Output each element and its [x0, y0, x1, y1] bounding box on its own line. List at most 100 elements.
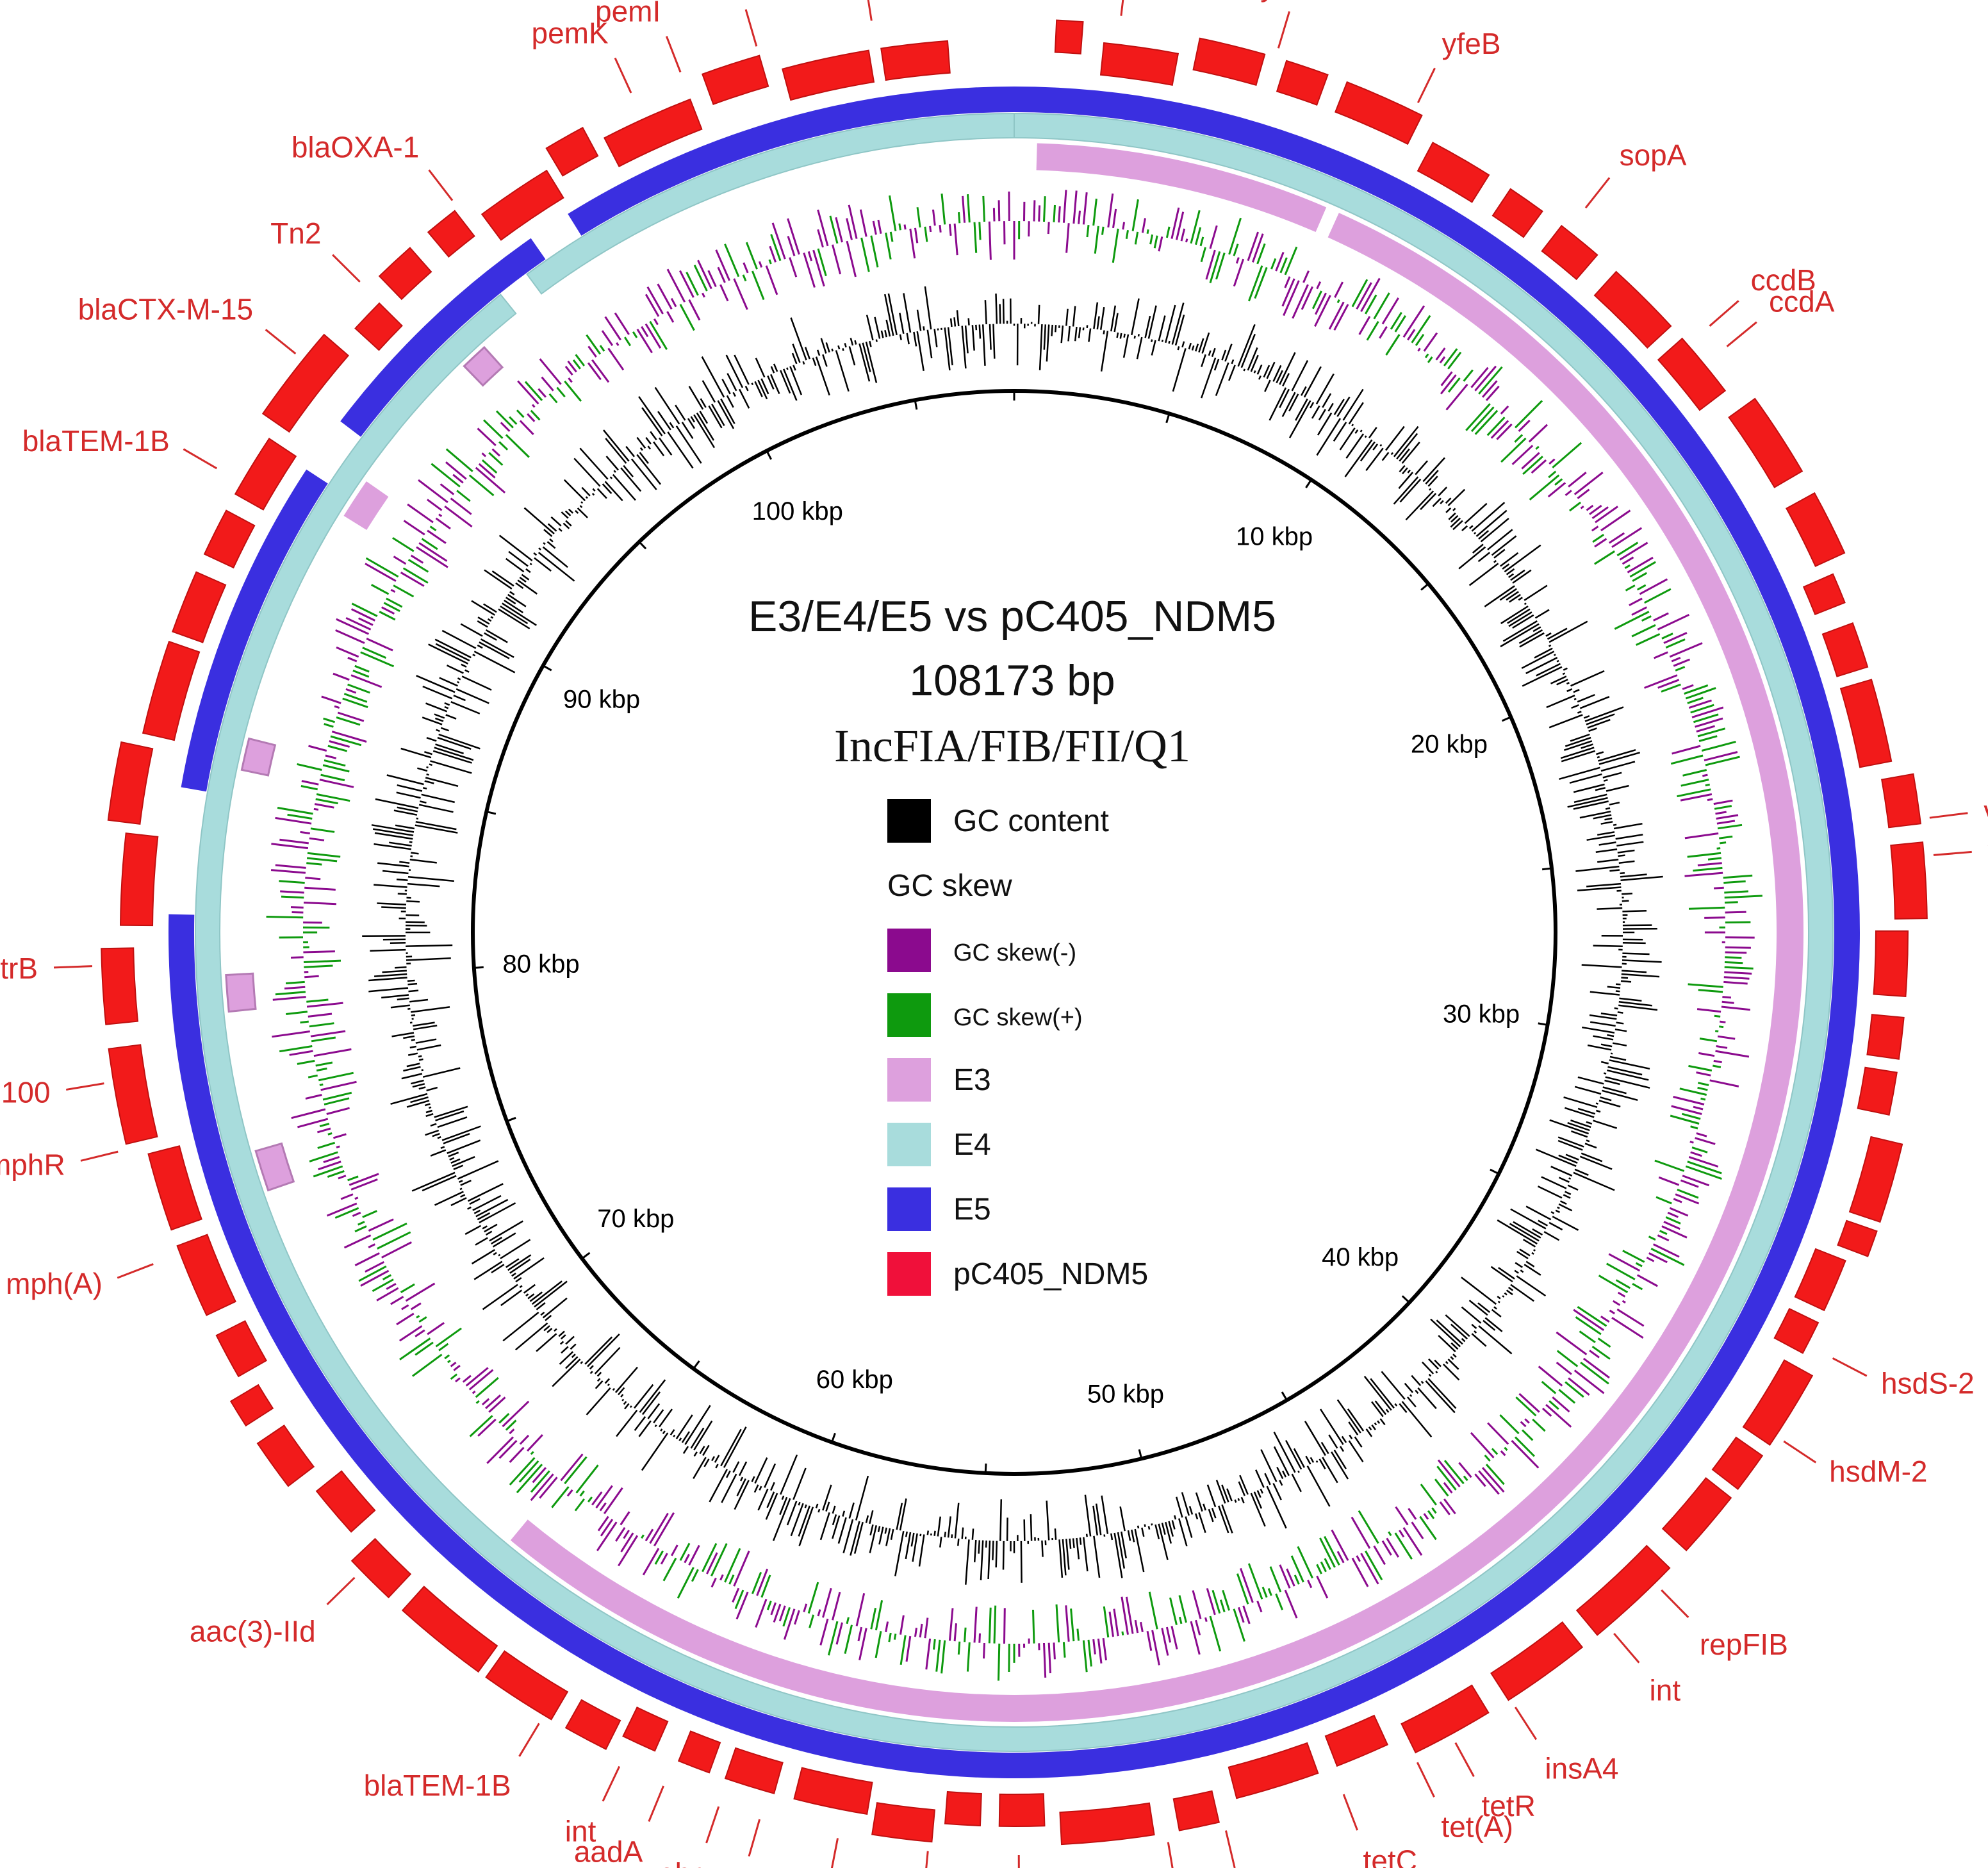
gene-leader-line [1277, 11, 1290, 49]
comparison-title: E3/E4/E5 vs pC405_NDM5 [748, 592, 1276, 641]
gene-leader-line [1514, 1707, 1538, 1740]
axis-tick [1538, 1022, 1548, 1026]
gene-leader-line [1225, 1830, 1236, 1868]
gene-leader-line [1783, 1440, 1817, 1464]
gene-feature-arrow [107, 741, 154, 825]
gene-feature-arrow [142, 640, 201, 741]
gene-feature-arrow [108, 1044, 158, 1145]
gene-feature-arrow [1802, 573, 1846, 616]
gene-leader-line [602, 1765, 621, 1802]
kbp-label: 90 kbp [563, 685, 640, 713]
gene-leader-line [665, 36, 682, 73]
gene-leader-line [614, 57, 632, 94]
legend-item: GC skew(+) [887, 993, 1083, 1037]
gene-feature-arrow [176, 1234, 236, 1316]
axis-tick [1420, 583, 1429, 591]
gene-leader-line [830, 1838, 839, 1868]
gene-feature-arrow [481, 169, 564, 241]
e3-ring-block [463, 345, 504, 387]
gene-feature-arrow [234, 438, 297, 511]
gene-feature-arrow [1773, 1307, 1820, 1354]
gene-leader-line [53, 965, 93, 969]
gene-label: tetC [1363, 1844, 1417, 1868]
kbp-label: 70 kbp [597, 1205, 674, 1233]
gene-feature-arrow [101, 947, 139, 1025]
gene-leader-line [428, 169, 454, 201]
gene-feature-arrow [1794, 1248, 1846, 1312]
gene-feature-layer [101, 19, 1928, 1846]
legend-label: GC skew(-) [953, 939, 1076, 966]
gene-leader-line [748, 1819, 761, 1857]
center-title-block: E3/E4/E5 vs pC405_NDM5 108173 bp IncFIA/… [748, 592, 1276, 772]
gene-feature-arrow [1324, 1714, 1389, 1767]
gene-label: aadA [574, 1835, 643, 1868]
legend-swatch [887, 929, 931, 972]
e4-ring-segment [195, 112, 1834, 1752]
legend-item: GC skew(-) [887, 929, 1076, 972]
gene-label: mph(A) [6, 1267, 103, 1300]
gene-feature-arrow [1192, 37, 1266, 87]
axis-tick [1490, 1168, 1500, 1175]
gene-label: mphR [0, 1148, 65, 1181]
e5-ring-segment [181, 469, 328, 792]
e3-ring-block [225, 972, 257, 1013]
axis-tick [581, 1252, 591, 1260]
gene-leader-line [1613, 1633, 1640, 1664]
gene-feature-arrow [871, 1802, 936, 1843]
gene-feature-arrow [401, 1585, 498, 1673]
gene-leader-line [1709, 300, 1739, 327]
gene-label: blaTEM-1B [364, 1769, 511, 1802]
gene-leader-line [332, 254, 361, 283]
legend-item: E3 [887, 1058, 991, 1102]
gene-label: pemI [595, 0, 661, 28]
gene-feature-arrow [1401, 1684, 1490, 1754]
e3-ring-segment [1036, 143, 1327, 233]
gene-feature-arrow [1890, 841, 1928, 920]
gene-leader-line [117, 1263, 154, 1279]
legend-swatch [887, 1058, 931, 1102]
gc-skew-negative-bars [270, 190, 1755, 1678]
gene-feature-arrow [1491, 188, 1543, 238]
axis-tick [1541, 867, 1552, 871]
gene-feature-arrow [604, 98, 703, 168]
gene-label: Tn2 [270, 217, 321, 250]
legend-swatch [887, 993, 931, 1037]
gene-feature-arrow [1728, 397, 1803, 488]
legend-item: E5 [887, 1187, 991, 1231]
gene-feature-arrow [782, 49, 875, 101]
axis-tick [984, 1463, 987, 1473]
legend-label: GC skew [887, 869, 1012, 903]
gene-label: ydbA [1260, 0, 1327, 3]
gene-leader-line [1933, 850, 1972, 856]
gene-label: IS6100 [0, 1076, 51, 1109]
legend-label: E5 [953, 1193, 991, 1227]
kbp-label: 60 kbp [816, 1366, 893, 1394]
axis-tick [914, 400, 918, 410]
gene-leader-line [867, 0, 873, 21]
gene-label: sopA [1620, 138, 1687, 172]
gene-label: repFIB [1700, 1628, 1788, 1661]
gene-label: insA4 [1545, 1751, 1618, 1785]
legend-item: pC405_NDM5 [887, 1252, 1148, 1296]
gene-feature-arrow [1837, 1219, 1878, 1257]
e3-ring-block [254, 1142, 295, 1192]
gene-leader-line [1832, 1357, 1868, 1377]
gene-feature-arrow [1657, 337, 1727, 411]
gene-label: ccdA [1769, 285, 1835, 318]
kbp-label: 40 kbp [1322, 1243, 1399, 1271]
gc-content-track [362, 286, 1663, 1585]
gene-label: blaCTX-M-15 [78, 293, 254, 326]
gene-feature-arrow [1276, 60, 1329, 106]
legend-label: GC skew(+) [953, 1004, 1083, 1031]
legend-swatch [887, 799, 931, 843]
gene-feature-arrow [1490, 1621, 1584, 1701]
gene-feature-arrow [315, 1470, 376, 1533]
backbone-circle [471, 389, 1557, 1476]
gene-feature-arrow [1857, 1066, 1898, 1116]
gene-feature-arrow [1099, 42, 1179, 86]
gene-feature-arrow [120, 832, 159, 927]
gene-leader-line [265, 329, 297, 355]
gene-feature-arrow [1661, 1477, 1732, 1551]
